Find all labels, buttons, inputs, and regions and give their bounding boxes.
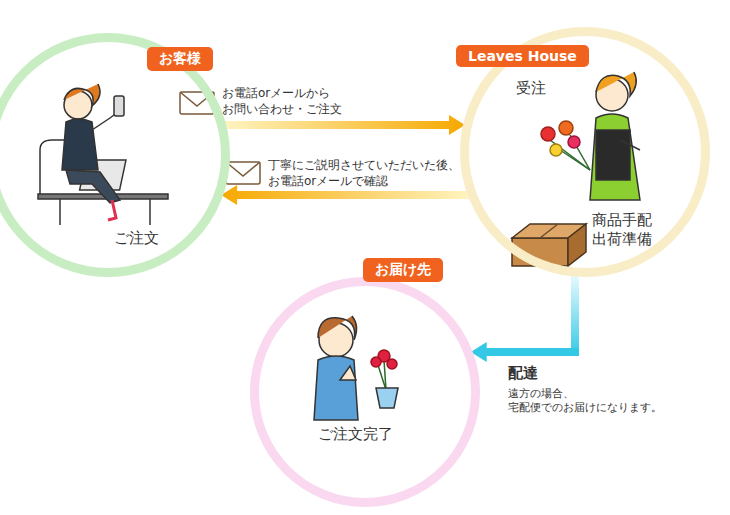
role-tab: Leaves House [456,45,589,67]
step-label: ご注文完了 [318,425,393,444]
step-circle: お客様ご注文 [0,33,230,277]
customer-figure-part [62,119,98,170]
note-text: 遠方の場合、 宅配便でのお届けになります。 [508,387,704,416]
florist-figure-part [590,114,640,200]
parcel-box-part [568,224,586,266]
customer-figure [38,84,168,225]
flower-pot-part [376,388,398,408]
recipient-figure-part [314,356,358,420]
step-circle: Leaves House受注商品手配 出荷準備 [460,27,710,277]
step-circle: お届け先ご注文完了 [250,277,480,507]
step-label: 商品手配 出荷準備 [592,211,658,249]
flow-arrow [224,115,465,135]
flower-pot-part [378,365,386,390]
flower-bouquet-part [559,121,573,135]
florist-figure-part [596,130,630,180]
florist-figure-part [596,72,636,96]
step-label: 受注 [516,79,546,98]
florist-figure-part [620,140,640,150]
flower-pot-part [387,359,397,369]
step-label: ご注文 [114,229,159,248]
envelope-icon [226,162,260,184]
flower-pot [371,350,398,408]
flower-bouquet [541,121,590,170]
arrow-band [571,275,579,356]
envelope-icon [180,92,214,114]
customer-figure-part [66,170,120,203]
arrow-label: お電話orメールから お問い合わせ・ご注文 [222,86,352,117]
recipient-figure-part [318,316,357,340]
flow-arrow [221,185,470,205]
arrow-band [224,115,465,135]
envelope-icon-part [180,92,214,106]
recipient-figure [314,316,358,420]
flower-bouquet-part [550,144,562,156]
envelope-icon-part [226,162,260,176]
flower-bouquet-part [568,136,580,148]
flower-pot-part [371,357,381,367]
flow-arrow [471,275,579,362]
arrow-band [221,185,470,205]
customer-figure-part [114,96,124,116]
envelope-icon-part [180,92,214,114]
role-tab: お届け先 [363,258,443,282]
customer-figure-part [64,84,100,106]
arrow-label: 丁寧にご説明させていただいた後、 お電話orメールで確認 [268,158,498,189]
arrow-label: 配達 [508,364,588,384]
customer-figure-part [59,199,61,225]
arrow-band [471,342,579,362]
recipient-figure-part [340,366,356,380]
parcel-box [512,224,586,266]
parcel-box-part [512,238,568,266]
customer-figure-part [108,200,116,220]
parcel-box-part [540,224,558,238]
florist-figure [590,72,640,200]
customer-figure-part [149,199,151,225]
role-tab: お客様 [147,47,213,71]
flower-bouquet-part [541,127,555,141]
envelope-icon-part [226,162,260,184]
